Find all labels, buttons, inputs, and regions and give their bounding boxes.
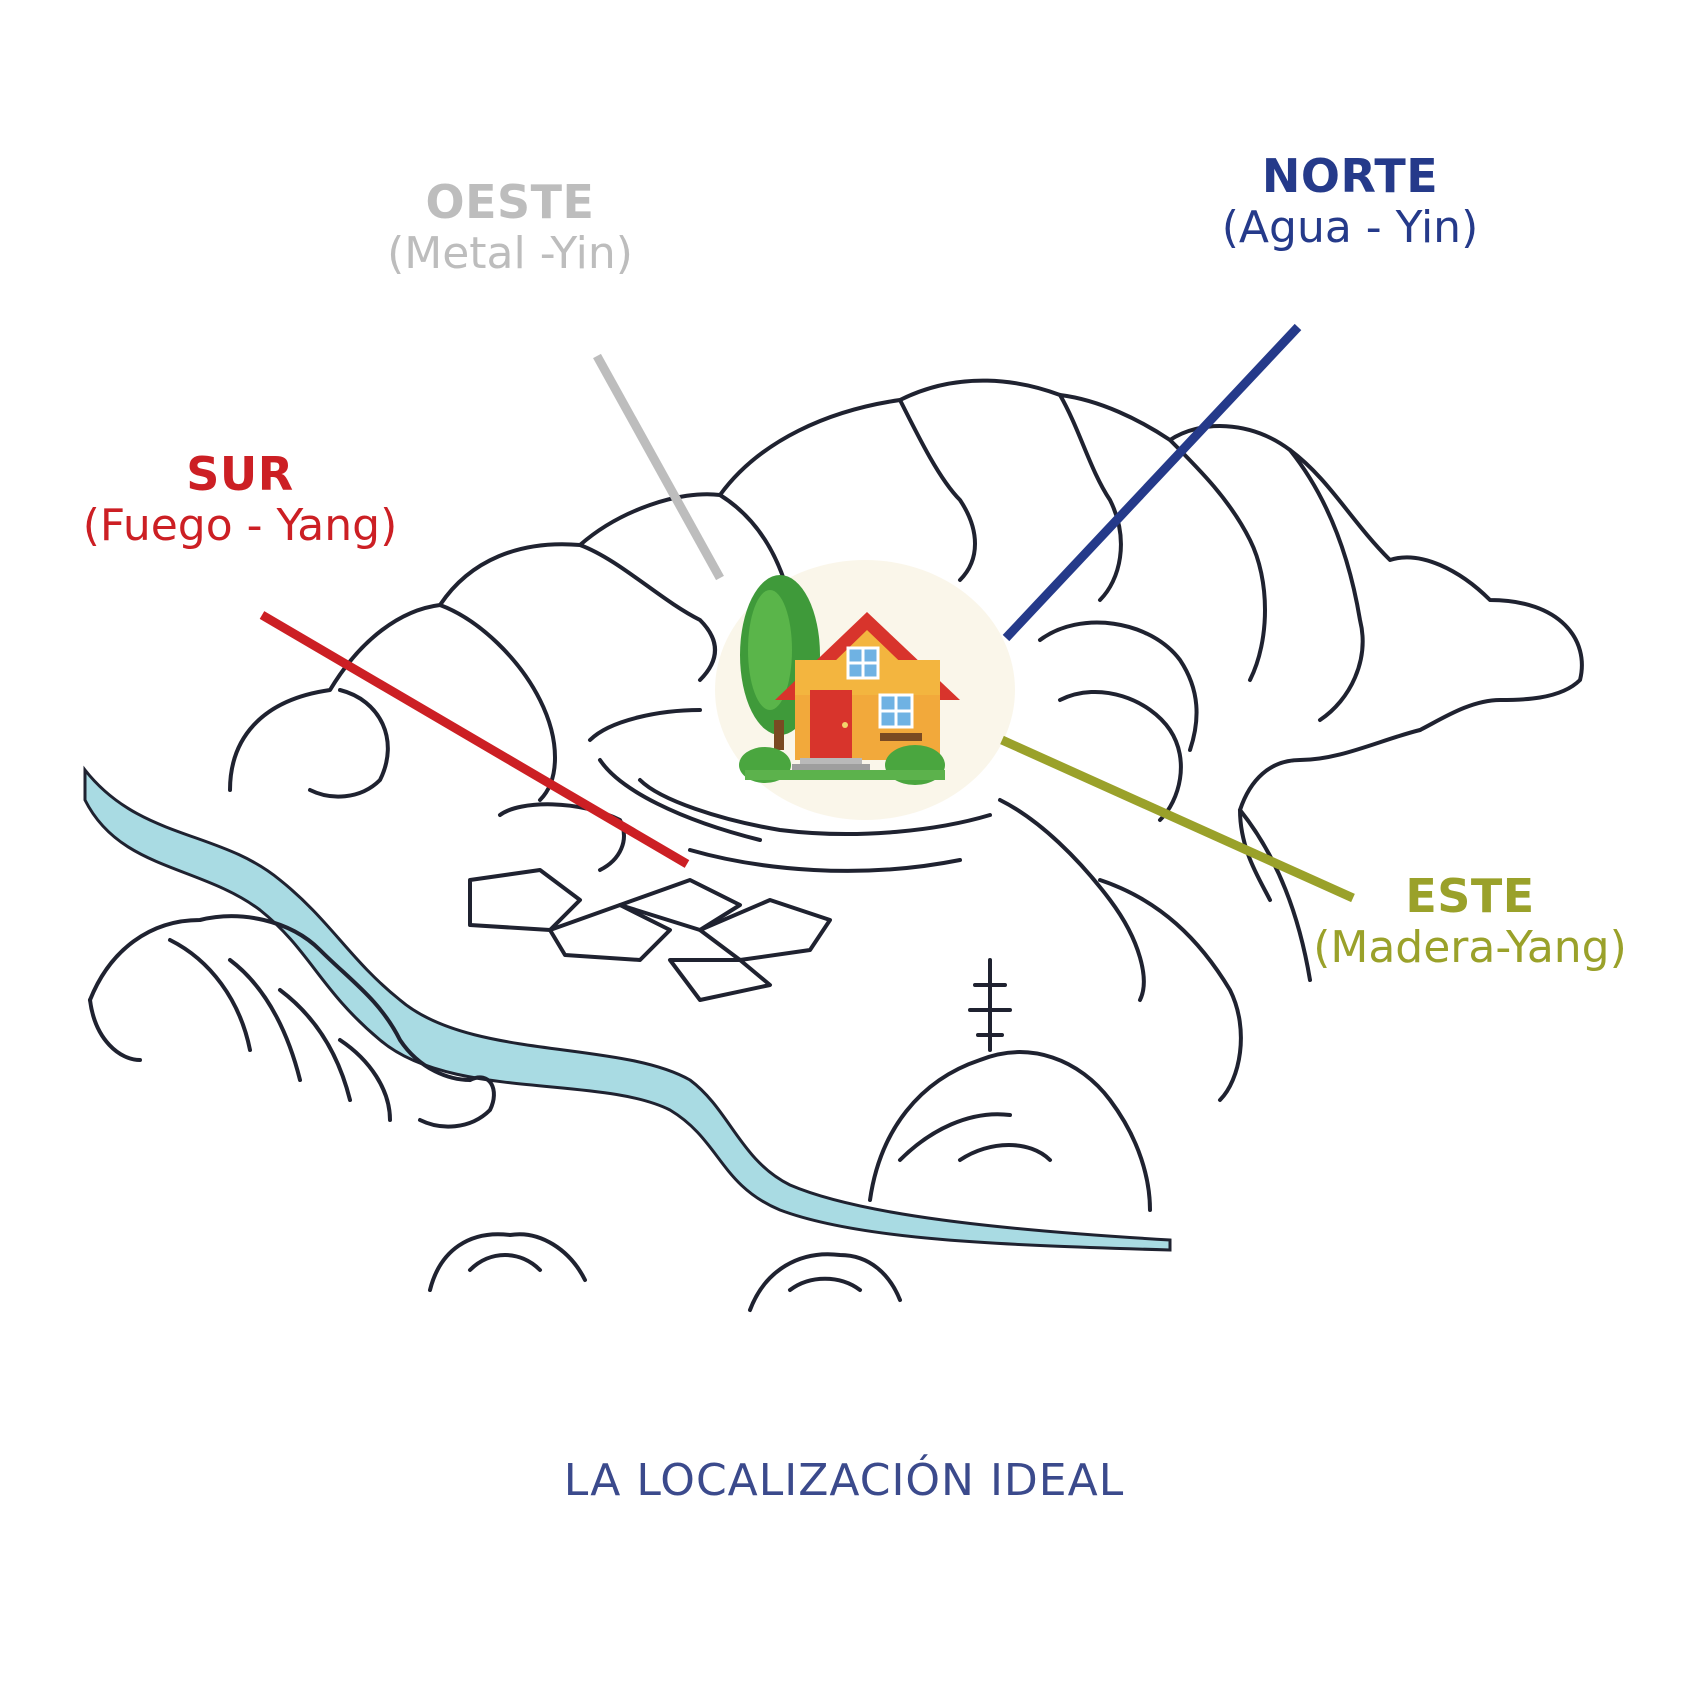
sur-label: SUR (Fuego - Yang) xyxy=(55,448,425,551)
norte-pointer-line xyxy=(1006,327,1298,638)
norte-name: NORTE xyxy=(1140,150,1560,203)
este-element: (Madera-Yang) xyxy=(1280,923,1660,974)
oeste-name: OESTE xyxy=(330,176,690,229)
oeste-label: OESTE (Metal -Yin) xyxy=(330,176,690,279)
sur-element: (Fuego - Yang) xyxy=(55,501,425,552)
oeste-pointer-line xyxy=(597,356,720,578)
diagram-caption: LA LOCALIZACIÓN IDEAL xyxy=(0,1455,1688,1506)
oeste-element: (Metal -Yin) xyxy=(330,229,690,280)
sur-pointer-line xyxy=(262,615,687,864)
sur-name: SUR xyxy=(55,448,425,501)
este-name: ESTE xyxy=(1280,870,1660,923)
este-label: ESTE (Madera-Yang) xyxy=(1280,870,1660,973)
norte-element: (Agua - Yin) xyxy=(1140,203,1560,254)
norte-label: NORTE (Agua - Yin) xyxy=(1140,150,1560,253)
